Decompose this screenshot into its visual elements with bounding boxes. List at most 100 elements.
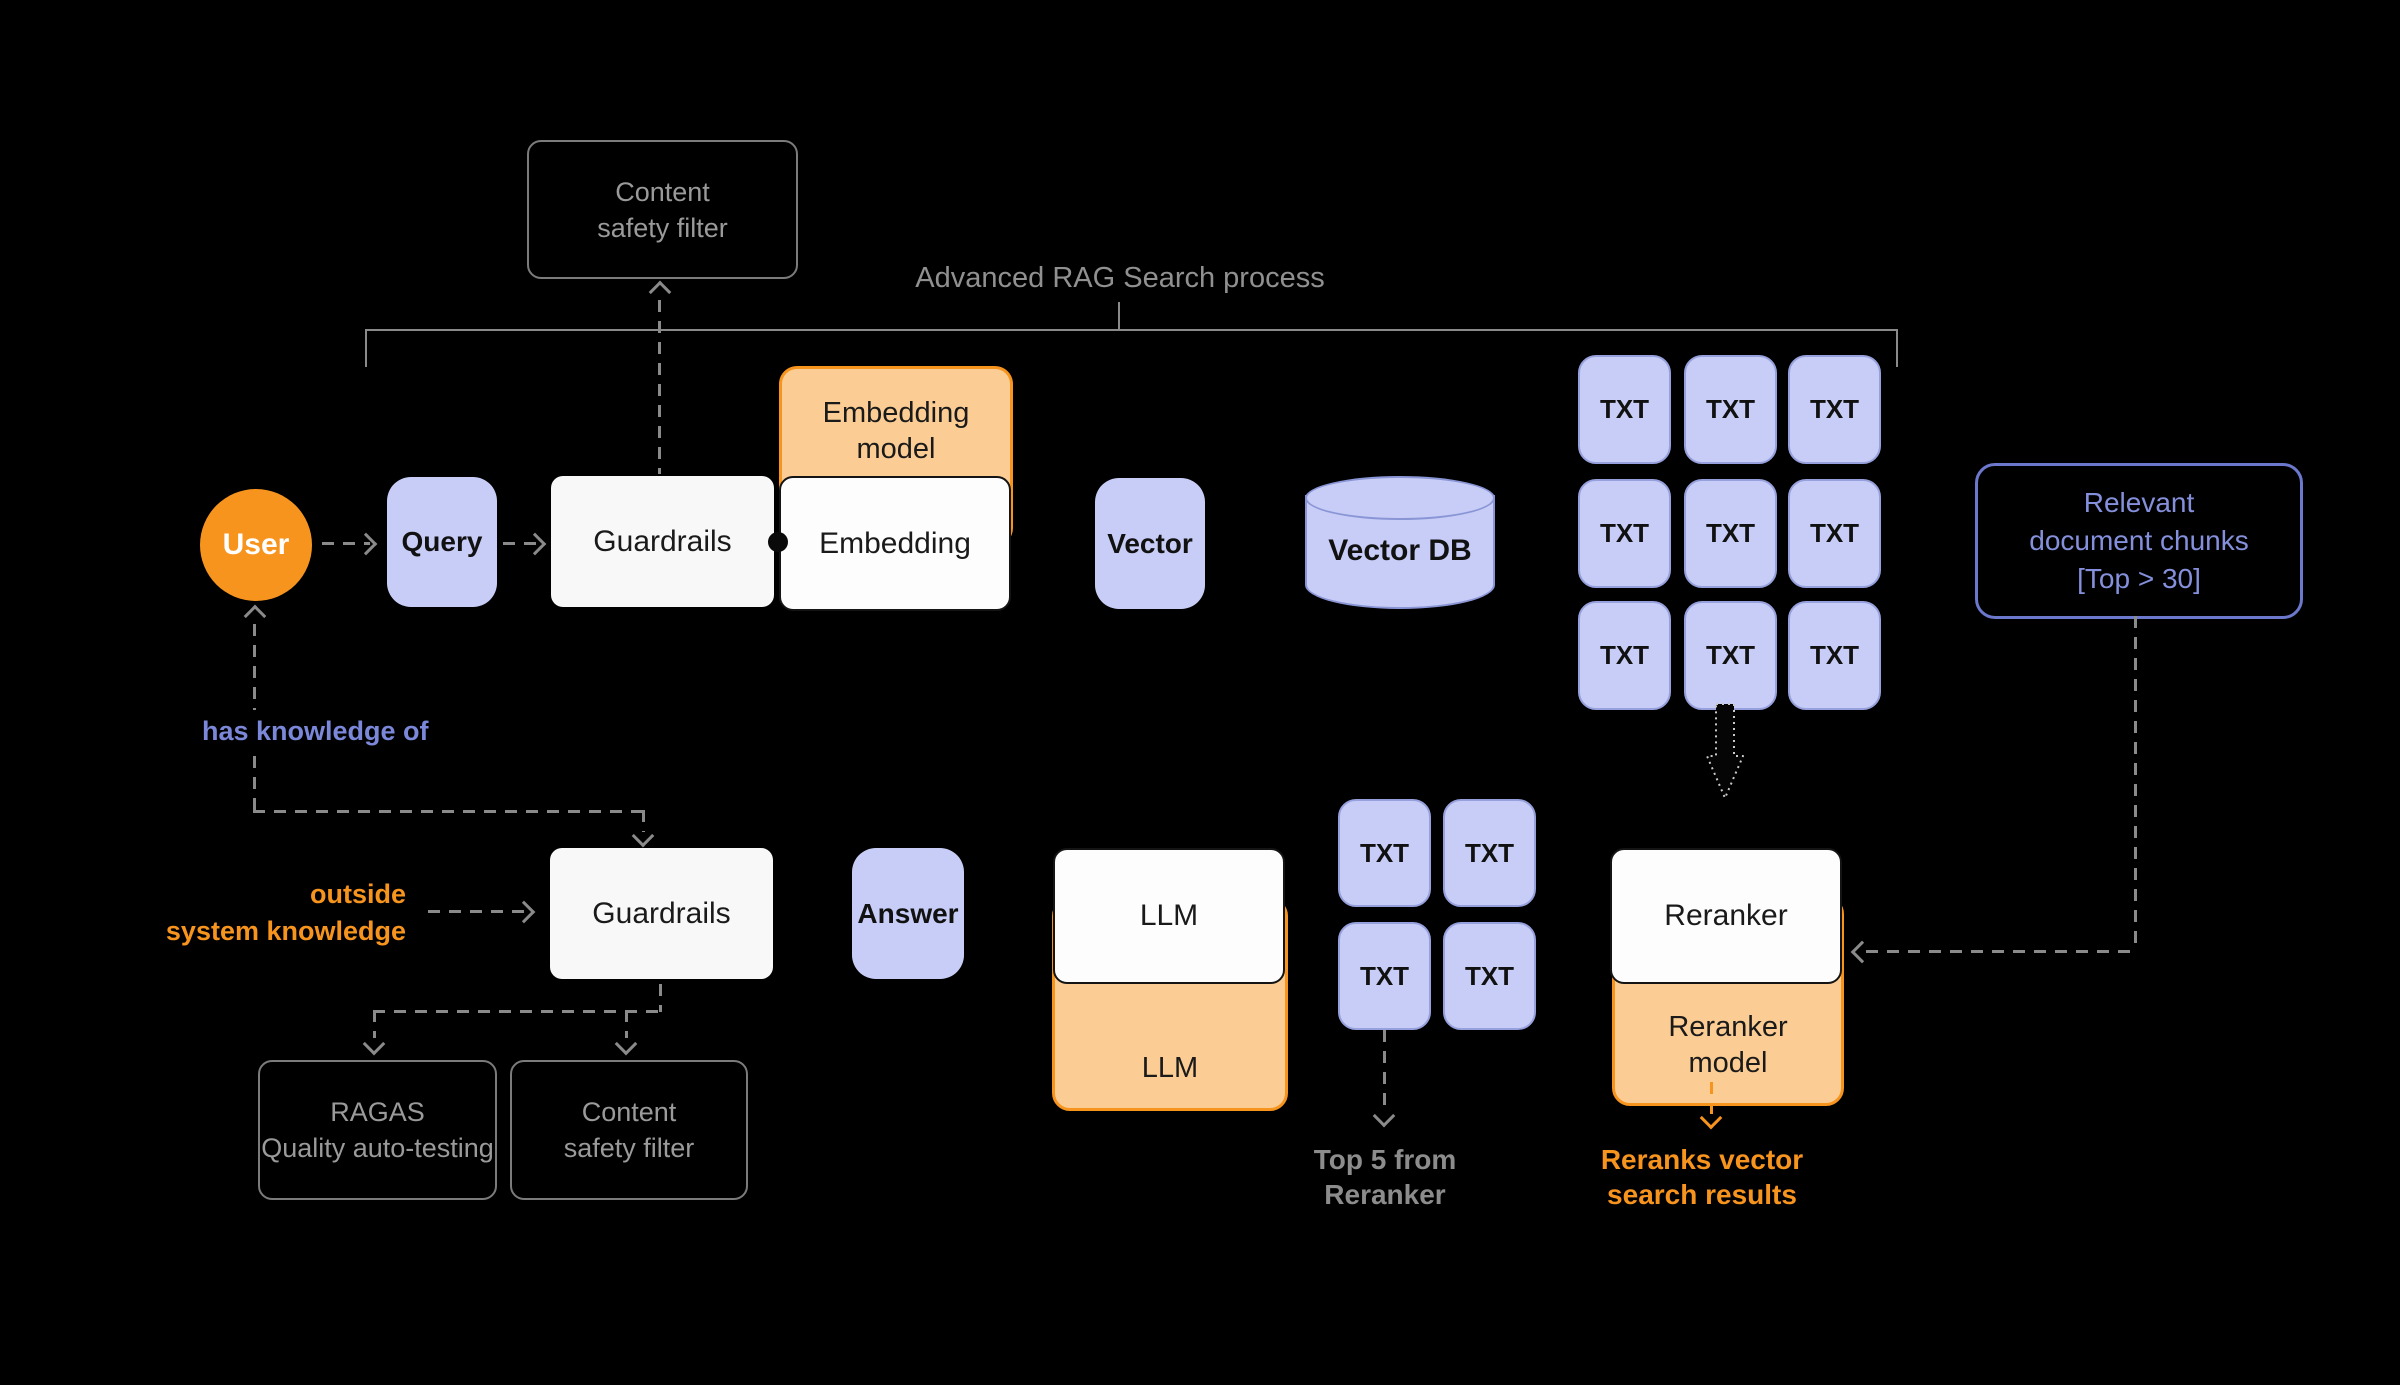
- txt-chunk: TXT: [1684, 355, 1777, 464]
- relevant-chunks-node: Relevant document chunks [Top > 30]: [1975, 463, 2303, 619]
- txt-chunk: TXT: [1684, 479, 1777, 588]
- has-knowledge-of-label: has knowledge of: [202, 716, 429, 746]
- content-safety-filter-line2: safety filter: [563, 1133, 695, 1163]
- ragas-line2: Quality auto-testing: [261, 1133, 494, 1163]
- relevant-chunks-line2: document chunks: [2029, 525, 2249, 556]
- txt-label: TXT: [1464, 960, 1515, 991]
- arrow-user-to-query: [322, 542, 370, 545]
- txt-label: TXT: [1464, 837, 1515, 868]
- line-guardrails-to-csf: [658, 300, 661, 474]
- line-into-csf-bottom: [625, 1010, 628, 1038]
- diagram-title: Advanced RAG Search process: [915, 262, 1325, 294]
- txt-label: TXT: [1599, 394, 1650, 424]
- line-chunks-to-reranker: [1866, 950, 2134, 953]
- txt-chunk: TXT: [1788, 355, 1881, 464]
- txt-chunk: TXT: [1578, 355, 1671, 464]
- bracket-left-tick: [365, 329, 367, 367]
- user-label: User: [222, 528, 290, 561]
- guardrails-top-label: Guardrails: [593, 524, 732, 558]
- txt-chunk: TXT: [1578, 479, 1671, 588]
- content-safety-filter-line1: Content: [581, 1097, 677, 1127]
- outside-line2: system knowledge: [165, 916, 406, 946]
- txt-chunk: TXT: [1338, 922, 1431, 1030]
- top5-caption: Top 5 from Reranker: [1290, 1142, 1480, 1212]
- line-reranker-to-caption: [1710, 1082, 1713, 1114]
- content-safety-filter-line2: safety filter: [597, 212, 728, 243]
- embedding-model-line1: Embedding: [822, 397, 970, 429]
- txt-label: TXT: [1705, 394, 1756, 424]
- txt-label: TXT: [1705, 518, 1756, 548]
- txt-chunk: TXT: [1788, 479, 1881, 588]
- reranks-caption: Reranks vector search results: [1592, 1142, 1812, 1212]
- txt-label: TXT: [1359, 960, 1410, 991]
- top5-line1: Top 5 from: [1313, 1144, 1457, 1175]
- line-knowledge-horizontal: [253, 810, 645, 813]
- txt-label: TXT: [1809, 394, 1860, 424]
- relevant-chunks-line3: [Top > 30]: [2077, 563, 2201, 594]
- ragas-box: RAGAS Quality auto-testing: [258, 1060, 497, 1200]
- embedding-node: Embedding: [779, 476, 1011, 611]
- arrowhead-down-orange-icon: [1699, 1106, 1723, 1130]
- outside-system-knowledge-label: outside system knowledge: [150, 876, 406, 950]
- content-safety-filter-line1: Content: [615, 176, 710, 207]
- vector-node: Vector: [1095, 478, 1205, 609]
- reranker-node: Reranker: [1610, 848, 1842, 984]
- relevant-chunks-line1: Relevant: [2083, 487, 2195, 518]
- connector-dot: [768, 532, 788, 552]
- query-label: Query: [401, 526, 483, 557]
- bracket-right-tick: [1896, 329, 1898, 367]
- bracket-line: [365, 329, 1897, 331]
- line-chunks-down: [2134, 616, 2137, 952]
- arrowhead-down-icon: [631, 824, 655, 848]
- line-guardrails-down: [659, 984, 662, 1012]
- outside-line1: outside: [309, 879, 406, 909]
- arrowhead-left-icon: [1850, 940, 1874, 964]
- arrow-outside-to-guardrails: [428, 910, 528, 913]
- txt-label: TXT: [1705, 640, 1756, 670]
- line-user-knowledge-upper: [253, 624, 256, 710]
- txt-chunk: TXT: [1338, 799, 1431, 907]
- content-safety-filter-bottom-box: Content safety filter: [510, 1060, 748, 1200]
- vector-db-label: Vector DB: [1328, 534, 1472, 567]
- content-safety-filter-top-box: Content safety filter: [527, 140, 798, 279]
- arrowhead-right-icon: [512, 900, 536, 924]
- query-node: Query: [387, 477, 497, 607]
- bracket-center-tick: [1118, 302, 1120, 330]
- arrow-query-to-guardrails: [503, 542, 539, 545]
- guardrails-top-node: Guardrails: [551, 476, 774, 607]
- line-txt-to-top5: [1383, 1030, 1386, 1112]
- arrowhead-down-icon: [1372, 1104, 1396, 1128]
- txt-chunk: TXT: [1443, 799, 1536, 907]
- line-into-ragas: [373, 1010, 376, 1038]
- cylinder-top-ellipse: [1305, 476, 1495, 520]
- reranker-label: Reranker: [1664, 899, 1788, 932]
- llm-model-label: LLM: [1141, 1052, 1199, 1084]
- txt-chunk: TXT: [1443, 922, 1536, 1030]
- txt-label: TXT: [1359, 837, 1410, 868]
- arrowhead-down-icon: [362, 1032, 386, 1056]
- reranks-line1: Reranks vector: [1600, 1144, 1804, 1175]
- embedding-model-line2: model: [856, 433, 936, 465]
- thick-down-arrow-icon: [1706, 703, 1744, 799]
- guardrails-bottom-label: Guardrails: [592, 896, 731, 930]
- txt-label: TXT: [1809, 518, 1860, 548]
- vector-label: Vector: [1107, 527, 1193, 559]
- txt-chunk: TXT: [1788, 601, 1881, 710]
- llm-label: LLM: [1139, 899, 1199, 932]
- embedding-label: Embedding: [819, 526, 971, 560]
- line-into-guardrails-bottom: [642, 810, 645, 832]
- ragas-line1: RAGAS: [330, 1097, 425, 1127]
- line-branch-horizontal: [373, 1010, 662, 1013]
- guardrails-bottom-node: Guardrails: [550, 848, 773, 979]
- txt-chunk: TXT: [1684, 601, 1777, 710]
- llm-node: LLM: [1053, 848, 1285, 984]
- arrowhead-right-icon: [354, 532, 378, 556]
- arrowhead-down-icon: [614, 1032, 638, 1056]
- txt-label: TXT: [1599, 518, 1650, 548]
- top5-line2: Reranker: [1324, 1179, 1446, 1210]
- txt-label: TXT: [1809, 640, 1860, 670]
- reranker-model-line2: model: [1688, 1047, 1768, 1079]
- user-node: User: [200, 489, 312, 601]
- txt-label: TXT: [1599, 640, 1650, 670]
